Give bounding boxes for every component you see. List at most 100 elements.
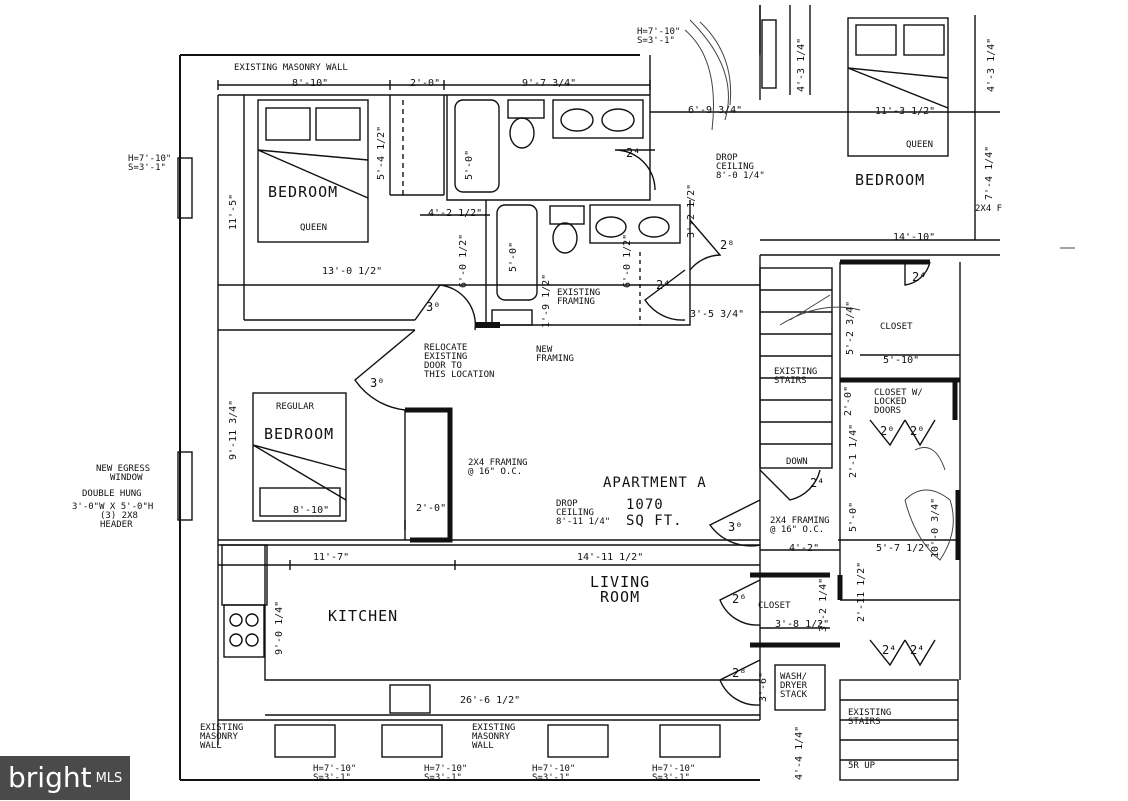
note-stairs-down: DOWN (786, 457, 808, 467)
room-label-bedroom-right: BEDROOM (855, 171, 926, 189)
note-existing-stairs-1: EXISTING (774, 367, 818, 377)
dim-8-10-mid: 8'-10" (293, 505, 330, 516)
room-label-kitchen: KITCHEN (328, 607, 399, 625)
existing-stairs-main (759, 267, 833, 469)
dim-2-11: 2'-11 1/2" (856, 561, 867, 622)
door-swing-8: 2⁰ (910, 424, 925, 438)
closet-label-mid: CLOSET (758, 601, 791, 611)
note-window-bottom-4b: S=3'-1" (652, 773, 690, 783)
apartment-area-unit: SQ FT. (626, 513, 683, 529)
bed-size-queen-right: QUEEN (906, 140, 934, 150)
apartment-title: APARTMENT A (603, 475, 707, 491)
dim-6-0-a: 6'-0 1/2" (458, 233, 469, 288)
note-existing-framing-1: EXISTING (557, 288, 601, 298)
window-left-egress (177, 451, 193, 521)
closet-locked-label-1: CLOSET W/ (874, 388, 923, 398)
note-framing-b-2: @ 16" O.C. (770, 525, 825, 535)
note-existing-stairs-b-1: EXISTING (848, 708, 892, 718)
door-swing-11: 2⁶ (732, 592, 747, 606)
dim-6-0-b: 6'-0 1/2" (622, 233, 633, 288)
note-egress-5: (3) 2x8 (100, 511, 138, 521)
note-masonry-bottom-mid-3: WALL (472, 741, 494, 751)
wash-dryer-label-1: WASH/ (780, 672, 808, 682)
dim-5-10: 5'-10" (883, 355, 920, 366)
bed-size-regular: REGULAR (276, 402, 314, 412)
dim-14-11: 14'-11 1/2" (577, 552, 644, 563)
dim-4-2-a: 4'-2 1/2" (428, 208, 483, 219)
dim-11-5: 11'-5" (228, 193, 239, 230)
dim-3-5: 3'-5 3/4" (690, 309, 745, 320)
bedroom-left-bed (257, 99, 369, 243)
note-drop-ceiling-mid-3: 8'-11 1/4" (556, 517, 611, 527)
door-swing-9: 2⁴ (810, 476, 825, 490)
note-egress-6: HEADER (100, 520, 133, 530)
dim-13-0: 13'-0 1/2" (322, 266, 383, 277)
note-drop-ceiling-top-1: DROP (716, 153, 738, 163)
note-relocate-3: DOOR TO (424, 361, 462, 371)
note-framing-right: 2x4 F (975, 204, 1003, 214)
note-window-bottom-1a: H=7'-10" (313, 764, 357, 774)
dim-2-1: 2'-1 1/4" (848, 423, 859, 478)
note-window-bottom-2b: S=3'-1" (424, 773, 462, 783)
door-swing-5: 3⁰ (426, 300, 441, 314)
dim-5-7: 5'-7 1/2" (876, 543, 931, 554)
door-swing-3: 2⁴ (656, 278, 671, 292)
dim-3-2-b: 3'-2 1/4" (818, 577, 829, 632)
apartment-area: 1070 (626, 497, 664, 513)
note-masonry-bottom-left-1: EXISTING (200, 723, 244, 733)
door-swing-13: 2⁴ (882, 643, 897, 657)
note-relocate-1: RELOCATE (424, 343, 468, 353)
note-drop-ceiling-top-2: CEILING (716, 162, 754, 172)
logo-suffix: MLS (95, 771, 123, 786)
door-swing-4: 2⁴ (912, 270, 927, 284)
dim-26-6: 26'-6 1/2" (460, 695, 521, 706)
note-window-bottom-1b: S=3'-1" (313, 773, 351, 783)
note-existing-stairs-b-2: STAIRS (848, 717, 881, 727)
tub-top (454, 99, 500, 193)
door-swing-14: 2⁴ (910, 643, 925, 657)
closet-label-top: CLOSET (880, 322, 913, 332)
bedroom-regular-bed (252, 392, 347, 522)
note-egress-1: NEW EGRESS (96, 464, 151, 474)
note-masonry-bottom-left-2: MASONRY (200, 732, 238, 742)
note-masonry-bottom-mid-1: EXISTING (472, 723, 516, 733)
dim-6-9: 6'-9 3/4" (688, 105, 743, 116)
dim-5-2: 5'-2 3/4" (845, 300, 856, 355)
vanity-mid (589, 204, 681, 244)
note-window-bottom-3a: H=7'-10" (532, 764, 576, 774)
note-window-bottom-2a: H=7'-10" (424, 764, 468, 774)
door-swing-2: 2⁸ (720, 238, 735, 252)
dim-5-4: 5'-4 1/2" (376, 125, 387, 180)
note-window-left-2: S=3'-1" (128, 163, 166, 173)
toilet-top (509, 117, 535, 149)
wash-dryer-label-2: DRYER (780, 681, 808, 691)
dim-3-8: 3'-8 1/2" (775, 619, 830, 630)
note-window-top-1: H=7'-10" (637, 27, 681, 37)
tub-mid (496, 204, 538, 301)
dim-5-0-b: 5'-0" (508, 241, 519, 272)
note-new-framing-2: FRAMING (536, 354, 574, 364)
dim-4-3-top: 4'-3 1/4" (796, 37, 807, 92)
note-window-top-2: S=3'-1" (637, 36, 675, 46)
kitchen-counter-left (221, 544, 268, 606)
dim-9-0: 9'-0 1/4" (274, 600, 285, 655)
dim-4-2-b: 4'-2" (789, 543, 820, 554)
note-relocate-2: EXISTING (424, 352, 468, 362)
closet-locked-label-2: LOCKED (874, 397, 907, 407)
dim-1-9: 1'-9 1/2" (541, 273, 552, 328)
note-existing-framing-2: FRAMING (557, 297, 595, 307)
dim-3-6: 3'-6" (758, 671, 769, 702)
dim-14-10: 14'-10" (893, 232, 936, 243)
door-swing-12: 2⁸ (732, 666, 747, 680)
door-swing-10: 3⁰ (728, 520, 743, 534)
note-stairs-up: 5R UP (848, 761, 876, 771)
note-masonry-bottom-mid-2: MASONRY (472, 732, 510, 742)
note-window-left-1: H=7'-10" (128, 154, 172, 164)
note-existing-stairs-2: STAIRS (774, 376, 807, 386)
logo-text: bright (8, 761, 92, 794)
bedroom-right-bed (847, 17, 949, 157)
note-egress-4: 3'-0"W X 5'-0"H (72, 502, 154, 512)
dim-9-7: 9'-7 3/4" (522, 78, 577, 89)
note-egress-2: WINDOW (110, 473, 143, 483)
window-left-top (177, 157, 193, 219)
